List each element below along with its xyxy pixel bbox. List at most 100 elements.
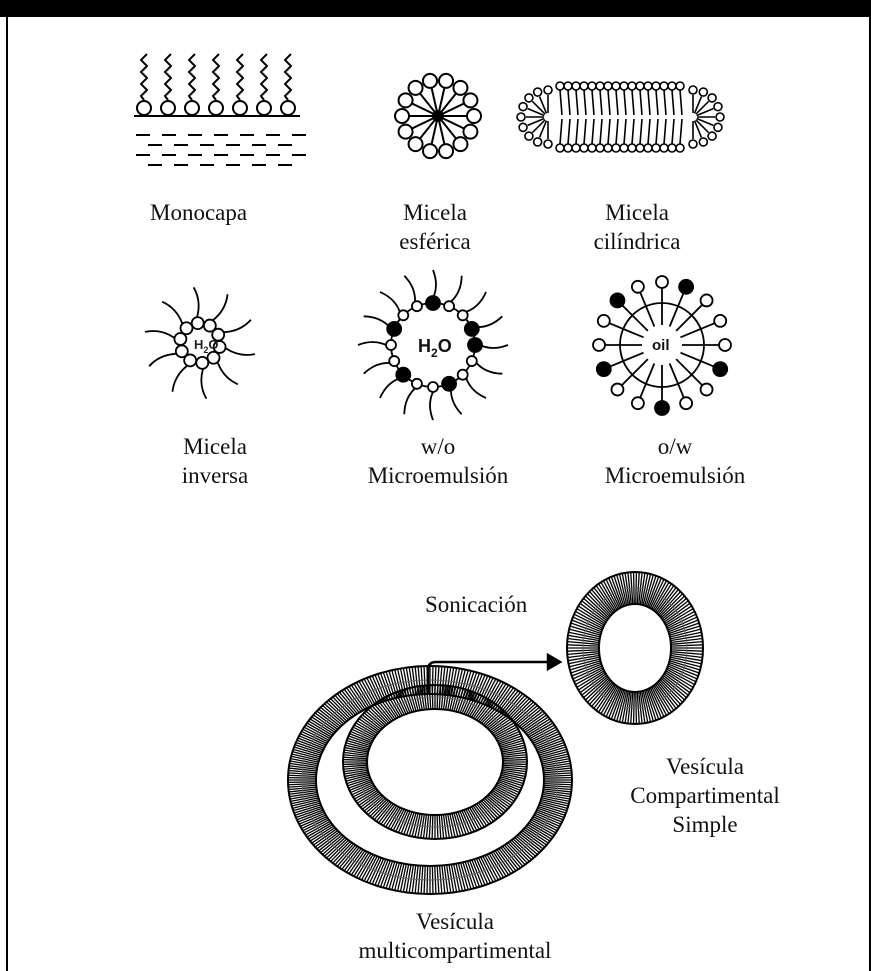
cyl-head-top — [612, 82, 620, 90]
wo-tail — [380, 378, 400, 398]
wo-tail — [433, 270, 436, 298]
ow-head — [713, 362, 727, 376]
cyl-head-top — [660, 82, 668, 90]
micelle-head — [423, 144, 437, 158]
ow-head — [593, 339, 605, 351]
lipid-tail — [285, 54, 291, 100]
label-ow-microemulsion: o/wMicroemulsión — [585, 432, 765, 490]
inverse-tail — [162, 302, 182, 324]
cyl-head-bottom — [580, 144, 588, 152]
inverse-tail — [194, 287, 199, 317]
cyl-cap-head — [519, 103, 527, 111]
inverse-tail — [213, 294, 228, 320]
cyl-head-top — [596, 82, 604, 90]
cyl-tail-top — [584, 90, 586, 115]
micelle-head — [467, 109, 481, 123]
cyl-cap-head — [544, 86, 552, 94]
ow-head — [597, 362, 611, 376]
wo-head — [428, 382, 438, 392]
wo-head — [398, 310, 408, 320]
wo-head — [444, 301, 454, 311]
label-micela-esferica: Micelaesférica — [380, 198, 490, 256]
cyl-head-bottom — [620, 144, 628, 152]
cyl-cap-tail — [695, 121, 702, 138]
wo-tail — [430, 392, 433, 420]
wo-head — [468, 338, 482, 352]
lipid-head — [161, 101, 175, 115]
cyl-cap-head — [689, 140, 697, 148]
spherical-micelle-illustration — [395, 74, 481, 158]
ow-head — [701, 294, 713, 306]
cyl-tail-top — [608, 90, 610, 115]
cyl-cap-tail — [697, 119, 714, 126]
ow-head — [680, 397, 692, 409]
wo-head — [458, 370, 468, 380]
inverse-tail — [145, 331, 174, 338]
inverse-head — [208, 352, 220, 364]
cyl-cap-head — [699, 88, 707, 96]
cyl-tail-bottom — [560, 119, 562, 144]
cyl-tail-bottom — [632, 119, 634, 144]
wo-head — [467, 356, 477, 366]
cyl-tail-bottom — [656, 119, 658, 144]
wo-head — [389, 356, 399, 366]
wo-head — [458, 310, 468, 320]
cyl-tail-bottom — [568, 119, 570, 144]
cyl-cap-tail — [532, 101, 545, 114]
inverse-tail — [224, 320, 251, 332]
wo-tail — [404, 276, 415, 302]
cyl-cap-head — [708, 132, 716, 140]
cyl-head-bottom — [644, 144, 652, 152]
wo-tail — [451, 388, 462, 414]
cyl-tail-bottom — [616, 119, 618, 144]
micelle-head — [423, 74, 437, 88]
cyl-cap-tail — [696, 101, 709, 114]
cyl-head-top — [652, 82, 660, 90]
micelle-head — [395, 109, 409, 123]
cyl-tail-top — [664, 90, 666, 115]
cyl-tail-top — [648, 90, 650, 115]
cyl-head-bottom — [628, 144, 636, 152]
cyl-tail-top — [600, 90, 602, 115]
cyl-head-bottom — [564, 144, 572, 152]
inverse-tail — [149, 354, 176, 366]
cyl-head-top — [564, 82, 572, 90]
cyl-head-top — [636, 82, 644, 90]
lipid-tail — [237, 54, 243, 100]
inverse-head — [180, 322, 192, 334]
cyl-tail-top — [672, 90, 674, 115]
wo-tail — [404, 388, 415, 414]
wo-head — [412, 379, 422, 389]
cyl-tail-bottom — [648, 119, 650, 144]
cyl-cap-tail — [697, 109, 714, 116]
inverse-head — [176, 345, 188, 357]
cyl-head-bottom — [572, 144, 580, 152]
ow-head — [632, 281, 644, 293]
cyl-cap-head — [699, 138, 707, 146]
cyl-head-top — [588, 82, 596, 90]
lipid-tail — [165, 54, 171, 100]
inverse-head — [196, 357, 208, 369]
cyl-head-bottom — [596, 144, 604, 152]
cyl-tail-top — [576, 90, 578, 115]
cyl-tail-top — [616, 90, 618, 115]
lipid-tail — [189, 54, 195, 100]
cyl-tail-top — [632, 90, 634, 115]
cyl-tail-bottom — [608, 119, 610, 144]
cyl-cap-head — [714, 123, 722, 131]
wo-tail — [476, 363, 502, 374]
simple-vesicle-bilayer-inner-edge — [599, 604, 671, 692]
cyl-tail-bottom — [584, 119, 586, 144]
lipid-head — [209, 101, 223, 115]
cyl-head-top — [572, 82, 580, 90]
cyl-cap-head — [689, 86, 697, 94]
multi-vesicle-inner-bilayer-inner-edge — [367, 709, 503, 815]
lipid-tail — [141, 54, 147, 100]
cyl-cap-head — [525, 132, 533, 140]
cyl-cap-tail — [540, 97, 547, 114]
cyl-tail-top — [560, 90, 562, 115]
wo-tail — [358, 342, 386, 345]
wo-head — [386, 340, 396, 350]
